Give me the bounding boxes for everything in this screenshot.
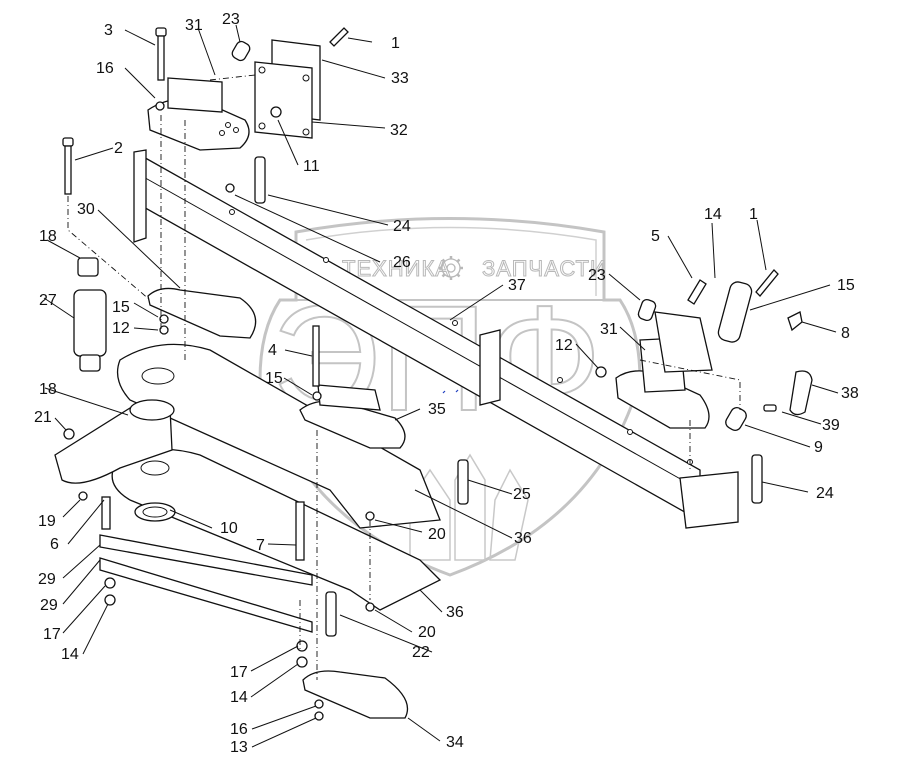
callout-label: 3 [104, 22, 113, 39]
callout-label: 13 [230, 739, 248, 756]
blue-marks [442, 389, 459, 394]
callout-label: 17 [43, 626, 61, 643]
right-bracket-part-31 [615, 311, 713, 429]
callout-label: 39 [822, 417, 840, 434]
bolt-part-2 [62, 137, 74, 195]
small-hardware [63, 101, 375, 721]
callout-label: 2 [114, 140, 123, 157]
callout-label: 10 [220, 520, 238, 537]
callout-label: 29 [40, 597, 58, 614]
bolt-part-8 [787, 311, 803, 332]
grease-fitting-part-39 [763, 404, 777, 412]
bolt-part-1-right [755, 269, 779, 297]
callout-label: 21 [34, 409, 52, 426]
callout-label: 36 [446, 604, 464, 621]
callout-label: 15 [112, 299, 130, 316]
callout-label: 18 [39, 228, 57, 245]
callout-label: 22 [412, 644, 430, 661]
callout-label: 17 [230, 664, 248, 681]
callout-label: 34 [446, 734, 464, 751]
knob-part-9 [725, 407, 747, 431]
callout-label: 30 [77, 201, 95, 218]
callout-label: 29 [38, 571, 56, 588]
top-plates-part-32-33 [254, 39, 321, 139]
latch-part-38 [789, 370, 813, 416]
callout-label: 31 [185, 17, 203, 34]
callout-label: 1 [749, 206, 758, 223]
callout-label: 11 [303, 158, 320, 175]
callout-label: 1 [391, 35, 400, 52]
tie-rods-part-29 [99, 496, 313, 633]
pin-part-24-top [254, 156, 266, 204]
callout-label: 31 [600, 321, 618, 338]
leader-lines [43, 24, 839, 748]
callout-label: 37 [508, 277, 526, 294]
gear-icon [439, 256, 463, 280]
bushing-part-23-top [231, 40, 251, 62]
watermark-shield-inner [305, 226, 597, 296]
pin-part-24-right [751, 454, 763, 504]
callout-label: 6 [50, 536, 59, 553]
pin-part-22 [325, 591, 337, 637]
callout-label: 12 [112, 320, 130, 337]
callout-label: 14 [61, 646, 79, 663]
pin-part-25 [457, 459, 469, 505]
bolt-part-5 [687, 279, 707, 305]
callout-label: 4 [268, 342, 277, 359]
lower-frame-plate-part-36 [111, 343, 442, 611]
bracket-part-34 [302, 670, 409, 719]
link-plate-part-15 [717, 281, 753, 343]
callout-label: 14 [704, 206, 722, 223]
nut-part-10 [134, 502, 176, 522]
callout-label: 36 [514, 530, 532, 547]
callout-label: 18 [39, 381, 57, 398]
callout-label: 16 [96, 60, 114, 77]
top-left-bracket-part-31 [147, 77, 250, 151]
callout-label: 7 [256, 537, 265, 554]
callout-label: 35 [428, 401, 446, 418]
callout-label: 5 [651, 228, 660, 245]
callout-label: 33 [391, 70, 409, 87]
callout-label: 27 [39, 292, 57, 309]
callout-label: 15 [265, 370, 283, 387]
bushing-part-23-right [637, 298, 657, 322]
lever-part-18 [54, 399, 175, 484]
watermark-right-text: ЗАПЧАСТИ [482, 256, 607, 281]
assembly-center-lines [67, 74, 741, 680]
bracket-part-35 [299, 325, 406, 449]
watermark-wheat-motif [409, 453, 529, 561]
main-beam-part-37 [133, 149, 739, 529]
nut-part-12-right [595, 366, 607, 378]
callout-label: 15 [837, 277, 855, 294]
callout-label: 9 [814, 439, 823, 456]
callout-label: 38 [841, 385, 859, 402]
bolt-part-1-top [329, 27, 349, 47]
callout-labels: 3 31 23 1 33 16 32 2 11 24 30 26 18 37 2… [34, 11, 859, 756]
callout-label: 32 [390, 122, 408, 139]
callout-label: 23 [588, 267, 606, 284]
callout-label: 8 [841, 325, 850, 342]
bolt-part-3 [155, 27, 167, 81]
callout-label: 24 [393, 218, 411, 235]
callout-label: 19 [38, 513, 56, 530]
callout-label: 16 [230, 721, 248, 738]
callout-label: 25 [513, 486, 531, 503]
callout-label: 23 [222, 11, 240, 28]
callout-label: 20 [418, 624, 436, 641]
cylinder-part-27 [73, 257, 107, 372]
callout-label: 12 [555, 337, 573, 354]
callout-label: 14 [230, 689, 248, 706]
callout-label: 20 [428, 526, 446, 543]
bracket-part-30 [147, 287, 257, 339]
callout-label: 26 [393, 254, 411, 271]
watermark-left-text: ТЕХНИКА [342, 256, 451, 281]
callout-label: 24 [816, 485, 834, 502]
